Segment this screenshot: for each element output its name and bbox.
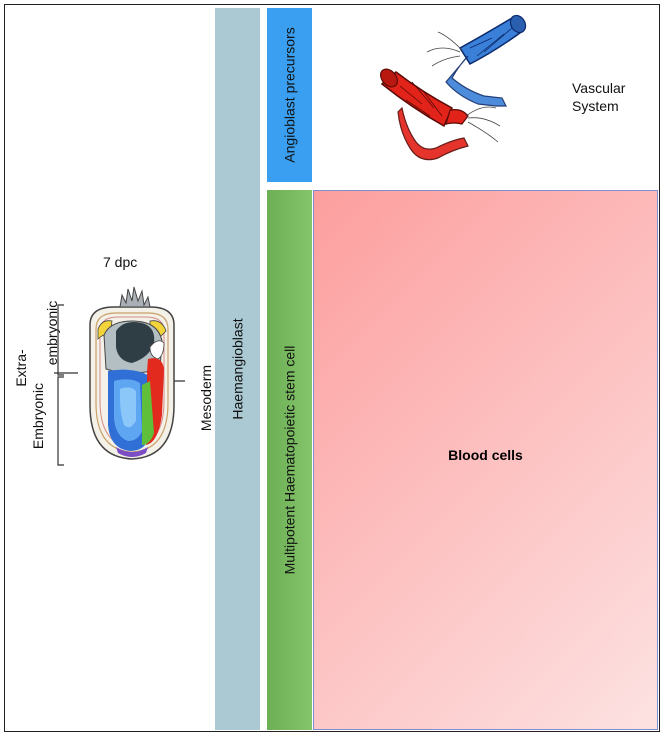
embryo-7dpc-icon: [54, 286, 185, 466]
diagram-frame: [4, 4, 660, 732]
blood-cells-label: Blood cells: [448, 447, 523, 463]
extra-embryonic-line-2: Embryonic: [30, 382, 46, 450]
angioblast-precursors-label: Angioblast precursors: [281, 27, 298, 163]
haemangioblast-bar: Haemangioblast: [215, 8, 260, 730]
blood-cells-panel: Blood cells: [313, 190, 658, 730]
vein-icon: [426, 14, 527, 107]
extra-embryonic-line-1: Extra-: [13, 349, 29, 387]
vascular-line-1: Vascular: [572, 80, 626, 96]
vascular-line-2: System: [572, 98, 619, 114]
blood-vessels-icon: [380, 14, 527, 161]
vascular-system-label: Vascular System: [572, 79, 625, 115]
multipotent-stem-cell-bar: Multipotent Haematopoietic stem cell: [267, 190, 312, 730]
multipotent-stem-cell-label: Multipotent Haematopoietic stem cell: [281, 345, 298, 575]
artery-icon: [380, 68, 501, 161]
angioblast-precursors-bar: Angioblast precursors: [267, 8, 312, 182]
stage-label: 7 dpc: [103, 254, 138, 270]
